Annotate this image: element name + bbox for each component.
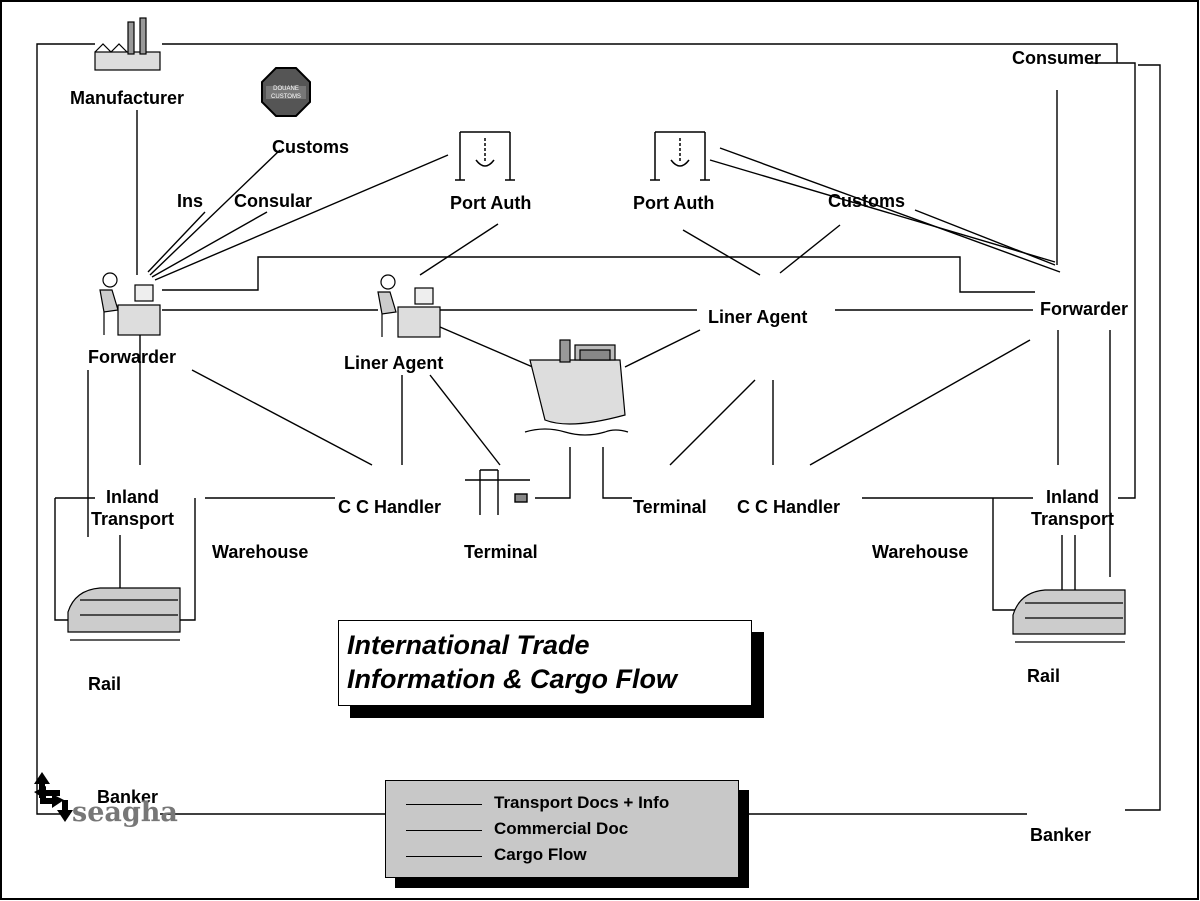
label-cc-handler-right: C C Handler xyxy=(737,497,841,517)
forwarder-left-person-icon xyxy=(99,272,161,336)
factory-icon xyxy=(94,17,161,71)
label-terminal-center: Terminal xyxy=(464,542,538,562)
label-warehouse-right: Warehouse xyxy=(872,542,969,562)
legend-label: Cargo Flow xyxy=(494,845,587,864)
diagram-title-box: International Trade Information & Cargo … xyxy=(338,620,752,706)
label-banker-right: Banker xyxy=(1030,825,1092,845)
label-port-auth-right: Port Auth xyxy=(633,193,715,213)
label-port-auth-left: Port Auth xyxy=(450,193,532,213)
terminal-crane-icon xyxy=(465,469,530,515)
label-liner-agent-left: Liner Agent xyxy=(344,353,444,373)
label-warehouse-left: Warehouse xyxy=(212,542,309,562)
label-consular: Consular xyxy=(234,191,313,211)
seagha-logo-text: seagha xyxy=(72,797,178,828)
legend-label: Transport Docs + Info xyxy=(494,793,670,812)
label-forwarder-right: Forwarder xyxy=(1040,299,1129,319)
label-inland-transport-left: Inland Transport xyxy=(90,487,174,529)
diagram-title-line1: International Trade xyxy=(347,630,590,660)
label-manufacturer: Manufacturer xyxy=(70,88,185,108)
label-liner-agent-right: Liner Agent xyxy=(708,307,808,327)
label-banker-left: Banker xyxy=(97,787,159,807)
legend-line xyxy=(406,804,482,805)
rail-left-icon xyxy=(67,587,181,641)
container-ship-icon xyxy=(524,339,629,436)
customs-sign-bottom: CUSTOMS xyxy=(271,94,301,100)
customs-sign-top: DOUANE xyxy=(273,86,299,92)
diagram-title-line2: Information & Cargo Flow xyxy=(347,664,677,694)
label-inland-transport-right: Inland Transport xyxy=(1030,487,1114,529)
label-forwarder-left: Forwarder xyxy=(88,347,177,367)
seagha-logo-arrows-icon xyxy=(34,772,73,822)
legend-line xyxy=(406,856,482,857)
label-rail-left: Rail xyxy=(88,674,122,694)
label-customs-left: Customs xyxy=(272,137,350,157)
legend-box: Transport Docs + Info Commercial Doc Car… xyxy=(385,780,739,878)
port-authority-right-icon xyxy=(650,131,710,181)
customs-sign-icon: DOUANE CUSTOMS xyxy=(261,67,311,117)
port-authority-left-icon xyxy=(455,131,515,181)
rail-right-icon xyxy=(1012,589,1126,643)
label-cc-handler-left: C C Handler xyxy=(338,497,442,517)
legend-line xyxy=(406,830,482,831)
liner-agent-left-person-icon xyxy=(377,274,441,338)
label-terminal-right: Terminal xyxy=(633,497,707,517)
label-consumer: Consumer xyxy=(1012,48,1102,68)
label-ins: Ins xyxy=(177,191,204,211)
label-rail-right: Rail xyxy=(1027,666,1061,686)
label-customs-right: Customs xyxy=(828,191,906,211)
connector-lines xyxy=(36,43,1161,815)
legend-label: Commercial Doc xyxy=(494,819,629,838)
